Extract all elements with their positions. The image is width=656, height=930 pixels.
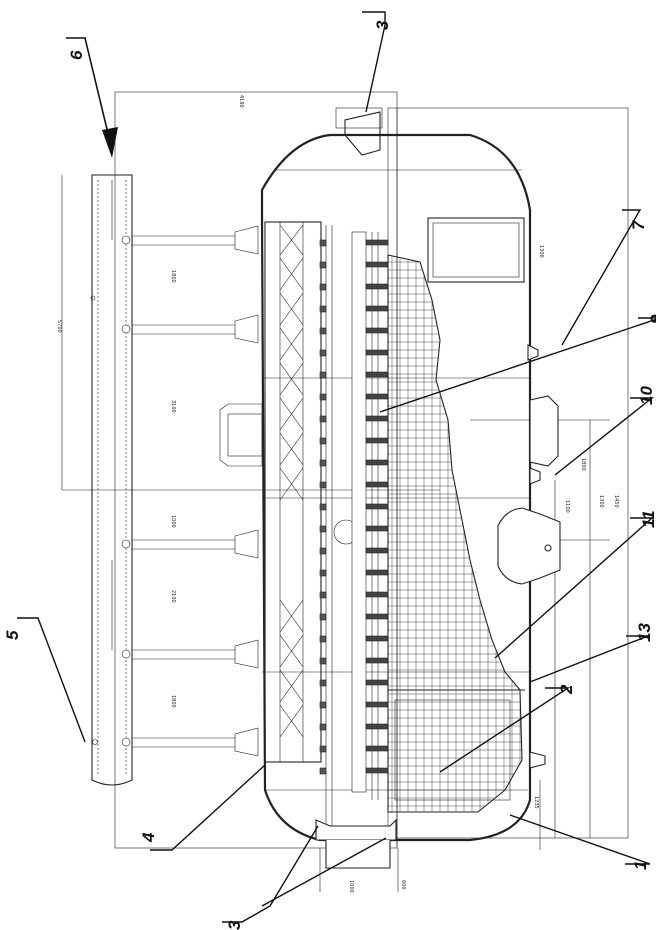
dim-nozzle-4: 1450 bbox=[613, 495, 619, 508]
callout-11: 11 bbox=[639, 510, 656, 528]
callout-13: 13 bbox=[635, 623, 654, 642]
callout-9: 9 bbox=[647, 314, 656, 324]
dimension-frame bbox=[61, 91, 629, 892]
callout-4: 4 bbox=[139, 832, 158, 843]
callout-3-top: 3 bbox=[373, 20, 392, 30]
dim-span-3: 1000 bbox=[170, 515, 176, 528]
callout-10: 10 bbox=[637, 386, 656, 405]
dim-bottom: 1235 bbox=[533, 796, 539, 809]
collector-pipe bbox=[90, 174, 133, 786]
vessel-shell bbox=[260, 107, 532, 842]
dim-overall: 4190 bbox=[238, 95, 244, 108]
dim-manhole: 1300 bbox=[538, 245, 544, 258]
dim-flange-1: 1000 bbox=[348, 880, 354, 893]
dim-nozzle-3: 1300 bbox=[598, 495, 604, 508]
dim-flange-2: 600 bbox=[400, 880, 406, 890]
header-beam bbox=[264, 221, 359, 838]
dim-span-4: 2100 bbox=[170, 590, 176, 603]
side-nozzles bbox=[315, 344, 561, 869]
dim-collector: 5700 bbox=[56, 320, 62, 333]
callout-5: 5 bbox=[3, 630, 22, 640]
dim-nozzle-1: 1100 bbox=[564, 500, 570, 513]
dim-span-5: 1800 bbox=[170, 695, 176, 708]
riser-pipes bbox=[121, 225, 263, 757]
outlet-arrow bbox=[66, 37, 118, 158]
callout-labels: 1 2 3 3 4 5 6 7 9 10 11 13 bbox=[3, 20, 656, 930]
dim-nozzle-2: 1800 bbox=[580, 458, 586, 471]
callout-1: 1 bbox=[631, 861, 650, 870]
distribution-manifold bbox=[319, 231, 389, 800]
dimension-labels: 4190 5700 1800 3100 1000 2100 1800 1300 … bbox=[56, 95, 619, 893]
callout-7: 7 bbox=[629, 219, 648, 230]
callout-3-bottom: 3 bbox=[225, 920, 244, 930]
callout-2: 2 bbox=[557, 684, 576, 695]
dim-span-1: 1800 bbox=[170, 270, 176, 283]
callout-6: 6 bbox=[67, 50, 86, 60]
leader-lines bbox=[17, 11, 656, 923]
dim-span-2: 3100 bbox=[170, 400, 176, 413]
